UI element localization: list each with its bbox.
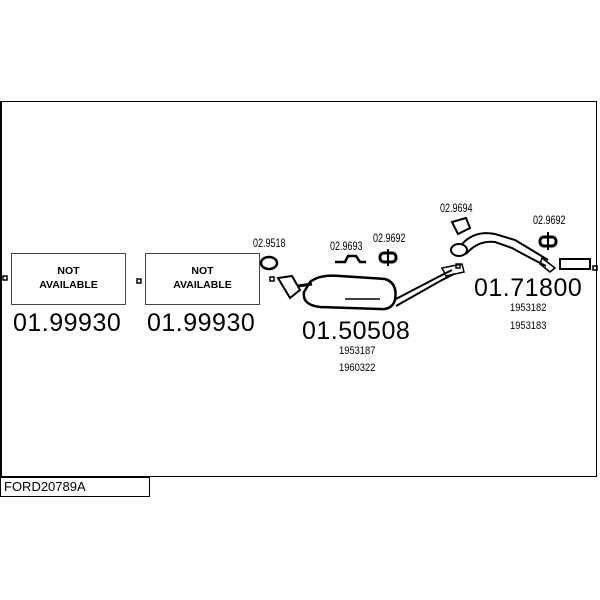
oem-number: 1960322 [339,362,376,374]
rear-silencer-icon [559,258,591,270]
accessory-number[interactable]: 02.9692 [533,213,566,227]
part-number[interactable]: 01.99930 [147,309,256,337]
accessory-number[interactable]: 02.9518 [253,236,286,250]
flange-icon [276,274,302,300]
bracket-icon [335,254,366,264]
rubber-hanger-icon [538,232,558,250]
oem-number: 1953183 [510,320,547,332]
connector-icon [2,275,8,281]
connector-icon [269,276,275,282]
accessory-number[interactable]: 02.9692 [373,231,406,245]
part-number[interactable]: 01.99930 [13,309,122,337]
connector-icon [136,278,142,284]
rubber-hanger-icon [378,249,398,266]
part-number[interactable]: 01.50508 [302,317,411,345]
clamp-icon [440,263,465,277]
part-number[interactable]: 01.71800 [474,274,583,302]
accessory-number[interactable]: 02.9694 [440,201,473,215]
diagram-frame [0,101,597,477]
flange-icon [450,243,468,257]
gasket-icon [259,255,279,271]
connector-icon [455,263,461,269]
oem-number: 1953182 [510,302,547,314]
gasket-icon [450,216,472,236]
middle-muffler-icon [302,274,397,311]
accessory-number[interactable]: 02.9693 [330,239,363,253]
connector-icon [592,265,598,271]
oem-number: 1953187 [339,345,376,357]
diagram-code: FORD20789A [0,477,150,497]
